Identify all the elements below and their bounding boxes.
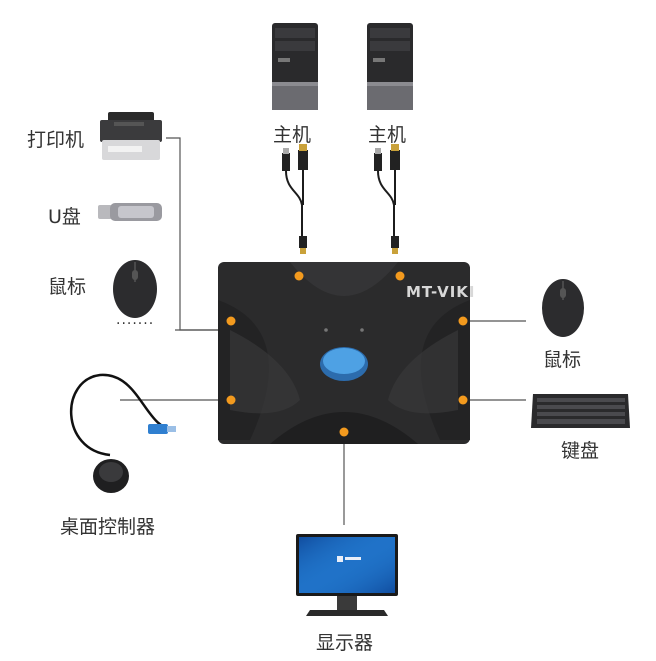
hub-port-dots [226,271,468,437]
usb-drive-icon [98,203,162,221]
monitor-icon [296,534,398,616]
label-more-devices: ······· [116,316,155,332]
label-mouse-left: 鼠标 [48,276,87,298]
port-dot-right-lower [458,395,468,405]
port-dot-top-right [395,271,405,281]
hub-switch-button[interactable] [320,347,368,381]
connection-lines [120,137,526,525]
cable-left [282,144,308,254]
left-usb-bus-line [166,137,218,331]
label-printer: 打印机 [27,129,85,151]
port-dot-bottom [339,427,349,437]
label-desktop-controller: 桌面控制器 [60,516,156,538]
port-dot-right-upper [458,316,468,326]
port-dot-left-upper [226,316,236,326]
label-host-right: 主机 [368,124,407,146]
host-pc-left [272,23,318,110]
mouse-right-icon [542,279,584,337]
mouse-left-icon [113,260,157,318]
label-host-left: 主机 [273,124,312,146]
desktop-controller-icon [69,373,176,493]
label-usb-disk: U盘 [48,206,81,228]
label-monitor: 显示器 [316,632,374,654]
cable-right [374,144,400,254]
label-mouse-right: 鼠标 [543,349,582,371]
keyboard-icon [531,394,630,428]
label-keyboard: 键盘 [561,440,600,462]
host-pc-right [367,23,413,110]
printer-icon [100,112,162,160]
port-dot-top-left [294,271,304,281]
hub-brand-label: MT-VIKI [406,283,476,301]
port-dot-left-lower [226,395,236,405]
